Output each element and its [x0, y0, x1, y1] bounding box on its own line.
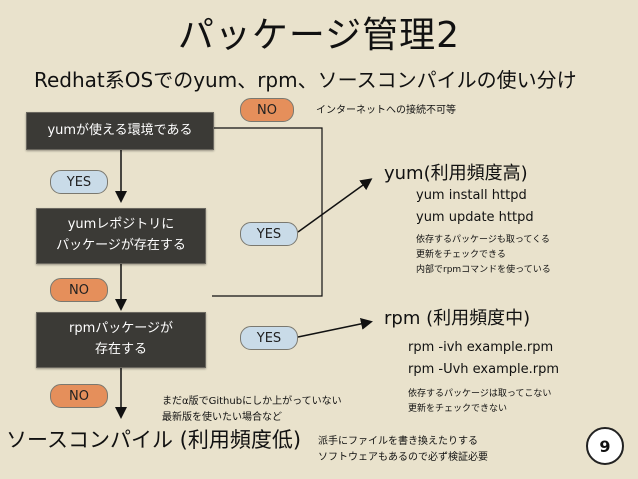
page-subtitle: Redhat系OSでのyum、rpm、ソースコンパイルの使い分け — [34, 68, 577, 92]
yes-badge-3: YES — [240, 326, 298, 350]
node-yum-repo: yumレポジトリに パッケージが存在する — [36, 208, 206, 264]
page-number-badge: 9 — [586, 427, 624, 465]
yes-badge-2: YES — [240, 222, 298, 246]
node-rpm-exists: rpmパッケージが 存在する — [36, 312, 206, 368]
no-badge-top: NO — [240, 98, 294, 122]
yum-heading: yum(利用頻度高) — [384, 163, 528, 184]
node-yum-repo-line2: パッケージが存在する — [56, 238, 186, 253]
node-yum-env-label: yumが使える環境である — [47, 122, 193, 138]
rpm-cmd-upgrade: rpm -Uvh example.rpm — [408, 362, 560, 377]
yum-note-3: 内部でrpmコマンドを使っている — [416, 265, 551, 275]
rpm-note-2: 更新をチェックできない — [408, 404, 508, 414]
node-yum-repo-line1: yumレポジトリに — [67, 217, 175, 233]
note-no-internet: インターネットへの接続不可等 — [316, 105, 456, 116]
page-title: パッケージ管理2 — [177, 15, 461, 56]
yum-note-2: 更新をチェックできる — [416, 250, 506, 260]
node-yum-env: yumが使える環境である — [26, 112, 214, 150]
yum-cmd-update: yum update httpd — [416, 210, 534, 225]
yes-badge-1: YES — [50, 170, 108, 194]
note-github-line2: 最新版を使いたい場合など — [162, 412, 282, 423]
node-rpm-exists-line2: 存在する — [94, 342, 147, 357]
arrow-rpm-to-rpm — [297, 317, 373, 338]
source-compile-heading: ソースコンパイル (利用頻度低) — [6, 428, 302, 452]
note-github-line1: まだα版でGithubにしか上がっていない — [162, 396, 342, 407]
no-path-top — [212, 127, 323, 297]
no-badge-bottom: NO — [50, 384, 108, 408]
yum-cmd-install: yum install httpd — [416, 188, 527, 203]
rpm-note-1: 依存するパッケージは取ってこない — [408, 389, 552, 399]
yum-note-1: 依存するパッケージも取ってくる — [416, 235, 550, 245]
rpm-heading: rpm (利用頻度中) — [384, 308, 531, 329]
page-number: 9 — [599, 436, 611, 456]
no-badge-mid: NO — [50, 278, 108, 302]
note-manual-line1: 派手にファイルを書き換えたりする — [318, 436, 478, 447]
arrow-repo-to-yum — [297, 178, 373, 233]
node-rpm-exists-line1: rpmパッケージが — [68, 321, 173, 337]
note-manual-line2: ソフトウェアもあるので必ず検証必要 — [318, 452, 488, 463]
rpm-cmd-install: rpm -ivh example.rpm — [408, 340, 554, 355]
